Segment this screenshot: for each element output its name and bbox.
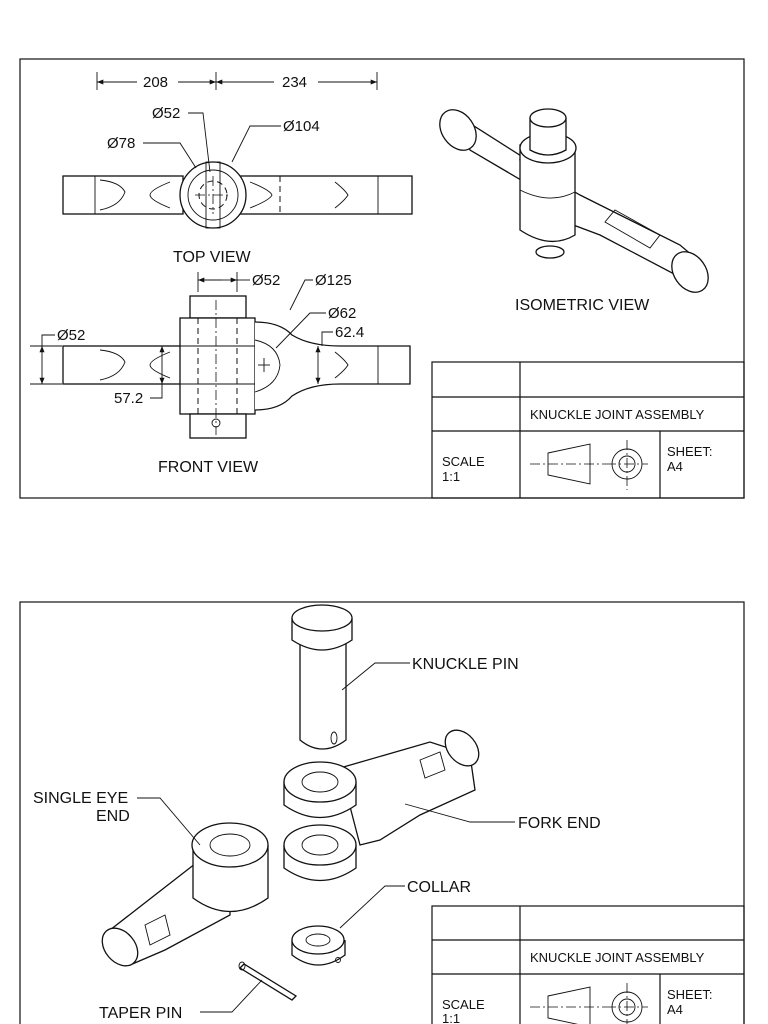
sheet-2: KNUCKLE PIN FORK END SINGLE EYE bbox=[19, 601, 745, 1024]
sheet-1: 208 234 Ø52 Ø78 Ø104 TOP VIEW bbox=[19, 58, 745, 499]
projection-symbol-1 bbox=[530, 440, 648, 490]
isometric-view-label: ISOMETRIC VIEW bbox=[515, 297, 650, 314]
title-block-2-title: KNUCKLE JOINT ASSEMBLY bbox=[530, 950, 705, 965]
dim-57-2: 57.2 bbox=[114, 390, 143, 407]
dim-phi78: Ø78 bbox=[107, 135, 135, 152]
fork-end: FORK END bbox=[283, 729, 601, 882]
title-block-1-scale-value: 1:1 bbox=[442, 469, 460, 484]
label-single-eye-line1: SINGLE EYE bbox=[33, 790, 128, 807]
dim-phi125: Ø125 bbox=[315, 272, 352, 289]
top-view-label: TOP VIEW bbox=[173, 249, 252, 266]
title-block-2-sheet-label: SHEET: bbox=[667, 987, 713, 1002]
top-dimensions: 208 234 Ø52 Ø78 Ø104 TOP VIEW bbox=[96, 72, 378, 266]
front-view-label: FRONT VIEW bbox=[158, 459, 259, 476]
title-block-1-title: KNUCKLE JOINT ASSEMBLY bbox=[530, 407, 705, 422]
top-view bbox=[62, 161, 413, 229]
taper-pin: TAPER PIN bbox=[99, 961, 298, 1022]
knuckle-pin: KNUCKLE PIN bbox=[291, 604, 519, 750]
label-taper-pin: TAPER PIN bbox=[99, 1005, 182, 1022]
label-single-eye-line2: END bbox=[96, 808, 130, 825]
dim-62-4: 62.4 bbox=[335, 324, 364, 341]
title-block-1-sheet-label: SHEET: bbox=[667, 444, 713, 459]
dim-phi52-front: Ø52 bbox=[252, 272, 280, 289]
dim-phi104: Ø104 bbox=[283, 118, 320, 135]
label-collar: COLLAR bbox=[407, 879, 471, 896]
front-dimensions: Ø52 Ø125 Ø62 62.4 Ø52 57.2 FRONT VIEW bbox=[30, 272, 364, 476]
title-block-2-scale-value: 1:1 bbox=[442, 1011, 460, 1024]
collar: COLLAR bbox=[291, 879, 471, 966]
label-fork-end: FORK END bbox=[518, 815, 601, 832]
dim-208: 208 bbox=[143, 74, 168, 91]
title-block-2-scale-label: SCALE bbox=[442, 997, 485, 1012]
top-view-left-rod bbox=[62, 175, 184, 215]
title-block-2: KNUCKLE JOINT ASSEMBLY SCALE 1:1 SHEET: … bbox=[431, 905, 745, 1024]
sheet-2-border bbox=[19, 601, 745, 1024]
projection-symbol-2 bbox=[530, 983, 648, 1024]
title-block-1-sheet-value: A4 bbox=[667, 459, 683, 474]
front-view bbox=[62, 295, 411, 439]
top-view-right-rod bbox=[239, 175, 413, 215]
title-block-1-scale-label: SCALE bbox=[442, 454, 485, 469]
single-eye-end: SINGLE EYE END bbox=[33, 790, 269, 967]
sheet-1-border bbox=[19, 58, 745, 499]
title-block-2-sheet-value: A4 bbox=[667, 1002, 683, 1017]
dim-phi52-top: Ø52 bbox=[152, 105, 180, 122]
isometric-view: ISOMETRIC VIEW bbox=[439, 108, 709, 314]
dim-phi62: Ø62 bbox=[328, 305, 356, 322]
dim-234: 234 bbox=[282, 74, 307, 91]
front-view-body bbox=[179, 317, 256, 415]
dim-phi52-left: Ø52 bbox=[57, 327, 85, 344]
label-knuckle-pin: KNUCKLE PIN bbox=[412, 656, 519, 673]
title-block-1: KNUCKLE JOINT ASSEMBLY SCALE 1:1 SHEET: … bbox=[431, 361, 745, 499]
